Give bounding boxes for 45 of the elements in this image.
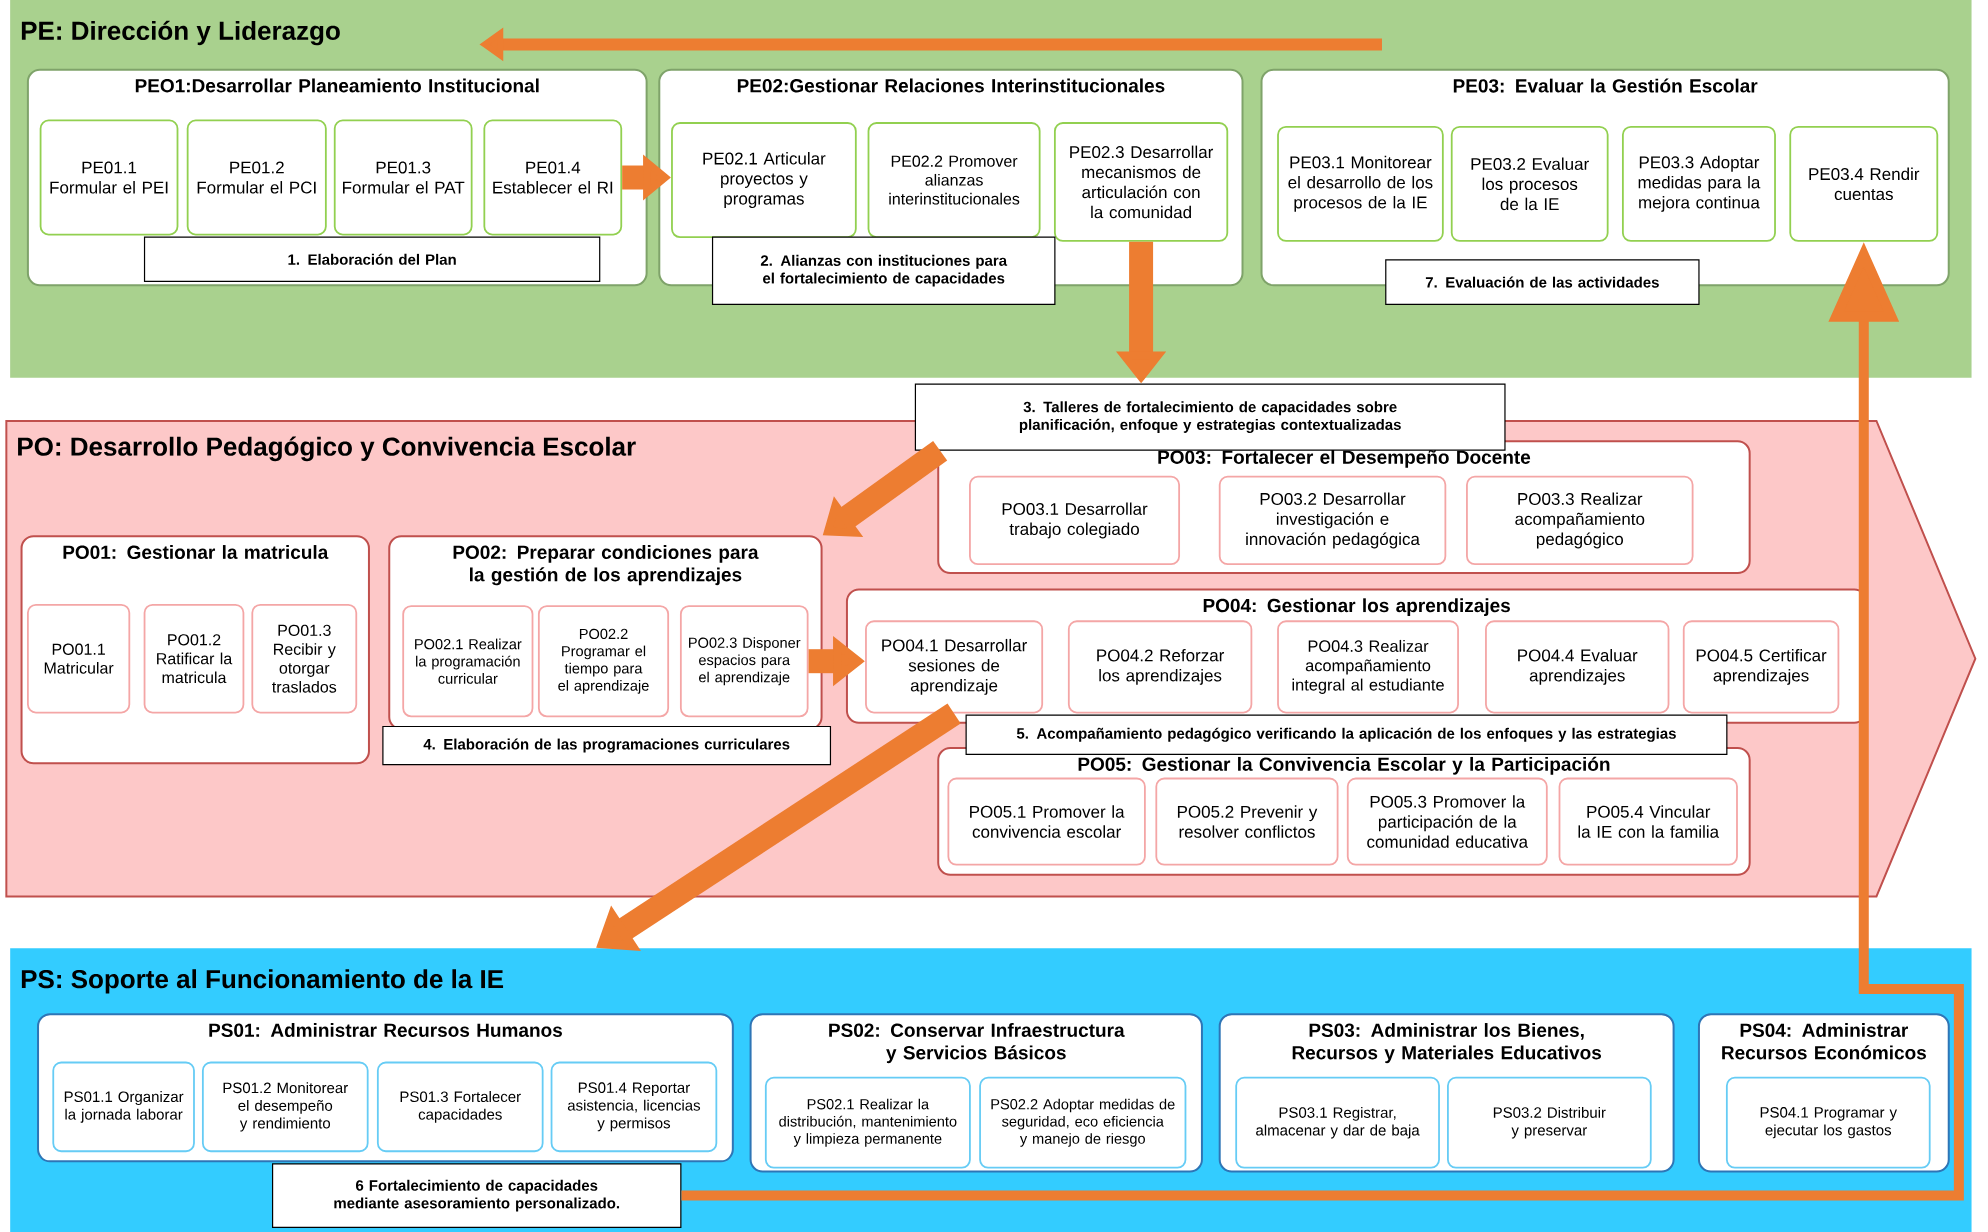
activity-box: PO03.2 Desarrollar investigación e innovación pedagógica (1218, 475, 1447, 565)
note-box: 6 Fortalecimiento de capacidades mediante asesoramiento personalizado. (272, 1163, 682, 1228)
activity-box: PE01.4 Establecer el RI (483, 119, 623, 236)
activity-box: PS02.1 Realizar la distribución, mantenimiento y limpieza permanente (764, 1076, 971, 1169)
activity-box: PO04.2 Reforzar los aprendizajes (1067, 620, 1253, 714)
activity-box: PO05.4 Vincular la IE con la familia (1558, 777, 1738, 866)
activity-box: PO05.2 Prevenir y resolver conflictos (1155, 777, 1339, 866)
activity-box: PS03.1 Registrar, almacenar y dar de baja (1235, 1076, 1440, 1169)
activity-box: PS04.1 Programar y ejecutar los gastos (1725, 1076, 1931, 1169)
activity-box: PS01.4 Reportar asistencia, licencias y permisos (550, 1061, 718, 1152)
activity-box: PO05.3 Promover la participación de la comunidad educativa (1346, 777, 1548, 866)
activity-box: PO04.1 Desarrollar sesiones de aprendizaje (865, 620, 1044, 714)
activity-box: PO04.4 Evaluar aprendizajes (1485, 620, 1670, 714)
activity-box: PO02.2 Programar el tiempo para el aprendizaje (537, 604, 670, 718)
activity-box: PE01.3 Formular el PAT (333, 119, 473, 236)
activity-box: PO03.1 Desarrollar trabajo colegiado (969, 475, 1180, 565)
activity-box: PO04.3 Realizar acompañamiento integral al estudiante (1277, 620, 1459, 714)
note-box: 5. Acompañamiento pedagógico verificando la aplicación de los enfoques y las estrategias (965, 714, 1728, 755)
activity-box: PE03.1 Monitorear el desarrollo de los procesos de la IE (1277, 125, 1444, 242)
activity-box: PE03.2 Evaluar los procesos de la IE (1450, 125, 1609, 242)
activity-box: PO01.1 Matricular (27, 603, 131, 714)
note-box: 4. Elaboración de las programaciones curriculares (382, 725, 832, 765)
activity-box: PS02.2 Adoptar medidas de seguridad, eco eficiencia y manejo de riesgo (979, 1076, 1187, 1169)
activity-box: PO04.5 Certificar aprendizajes (1682, 620, 1840, 714)
activity-box: PE02.1 Articular proyectos y programas (671, 121, 857, 238)
activity-box: PO03.3 Realizar acompañamiento pedagógico (1466, 475, 1694, 565)
activity-box: PE02.3 Desarrollar mecanismos de articulación con la comunidad (1053, 121, 1229, 242)
activity-box: PO01.2 Ratificar la matricula (143, 603, 245, 714)
note-box: 2. Alianzas con instituciones para el fortalecimiento de capacidades (711, 236, 1056, 305)
activity-box: PS03.2 Distribuir y preservar (1447, 1076, 1652, 1169)
activity-box: PS01.3 Fortalecer capacidades (376, 1061, 544, 1152)
activity-box: PO05.1 Promover la convivencia escolar (947, 777, 1146, 866)
activity-box: PE01.2 Formular el PCI (186, 119, 327, 236)
activity-box: PO02.3 Disponer espacios para el aprendizaje (679, 604, 809, 718)
note-box: 1. Elaboración del Plan (143, 236, 601, 282)
note-box: 7. Evaluación de las actividades (1385, 259, 1700, 305)
activity-box: PE03.3 Adoptar medidas para la mejora continua (1622, 125, 1776, 242)
activity-box: PS01.2 Monitorear el desempeño y rendimiento (201, 1061, 369, 1152)
activity-box: PE03.4 Rendir cuentas (1789, 125, 1939, 242)
activity-box: PO01.3 Recibir y otorgar traslados (251, 603, 358, 714)
activity-box: PE01.1 Formular el PEI (39, 119, 179, 236)
activity-box: PO02.1 Realizar la programación curricular (402, 604, 534, 718)
note-box: 3. Talleres de fortalecimiento de capacidades sobre planificación, enfoque y estrategias contextualizadas (914, 383, 1506, 451)
activity-box: PS01.1 Organizar la jornada laborar (52, 1061, 195, 1152)
activity-box: PE02.2 Promover alianzas interinstitucionales (867, 121, 1041, 238)
